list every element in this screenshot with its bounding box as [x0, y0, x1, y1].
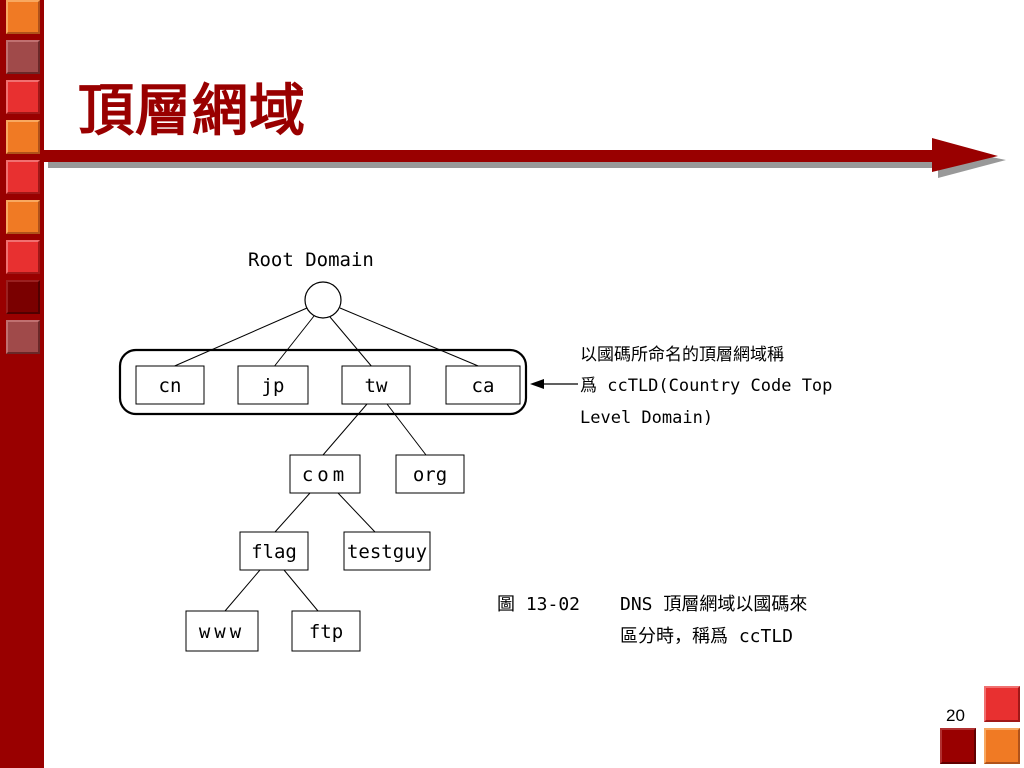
tld-node: ca	[445, 365, 521, 405]
sidebar-square	[6, 320, 40, 354]
third-level-node: testguy	[343, 531, 431, 571]
sidebar-square	[6, 0, 40, 34]
node-label: org	[413, 464, 447, 486]
node-label: www	[199, 621, 245, 643]
fourth-level-node: ftp	[291, 610, 361, 652]
node-label: ftp	[309, 621, 343, 643]
tld-node: jp	[237, 365, 309, 405]
tld-label: cn	[159, 375, 182, 397]
node-label: testguy	[347, 541, 427, 563]
sidebar-square	[6, 80, 40, 114]
sidebar-square	[6, 160, 40, 194]
sidebar-square	[6, 280, 40, 314]
third-level-node: flag	[239, 531, 309, 571]
fourth-level-node: www	[185, 610, 259, 652]
root-domain-label: Root Domain	[248, 249, 374, 271]
node-label: flag	[251, 541, 297, 563]
tw-edges	[322, 403, 427, 456]
annotation-line: 爲 ccTLD(Country Code Top	[580, 376, 832, 396]
annotation-line: Level Domain)	[580, 408, 713, 428]
page-number: 20	[946, 706, 965, 725]
root-node	[304, 281, 342, 319]
sidebar-square	[6, 200, 40, 234]
root-edges	[169, 307, 484, 369]
node-label: com	[302, 464, 348, 486]
corner-square	[984, 686, 1020, 722]
tld-label: tw	[365, 375, 388, 397]
tld-group-outline	[118, 348, 528, 416]
figure-number: 圖 13-02	[497, 594, 580, 615]
annotation-arrow	[530, 379, 578, 389]
corner-square	[940, 728, 976, 764]
caption-line: DNS 頂層網域以國碼來	[620, 594, 807, 615]
tld-label: ca	[472, 375, 495, 397]
tld-node: tw	[341, 365, 411, 405]
sidebar-square	[6, 240, 40, 274]
second-level-node: com	[289, 454, 361, 494]
sidebar-square	[6, 40, 40, 74]
tld-label: jp	[262, 375, 285, 397]
corner-square	[984, 728, 1020, 764]
slide-title: 頂層網域	[78, 78, 306, 144]
flag-edges	[224, 569, 319, 612]
tld-node: cn	[135, 365, 205, 405]
sidebar-square	[6, 120, 40, 154]
title-underline-arrow	[44, 138, 1006, 178]
com-edges	[274, 492, 376, 533]
second-level-node: org	[395, 454, 465, 494]
annotation-line: 以國碼所命名的頂層網域稱	[580, 345, 784, 365]
caption-line: 區分時，稱爲 ccTLD	[620, 626, 793, 647]
sidebar-bar	[0, 0, 44, 768]
